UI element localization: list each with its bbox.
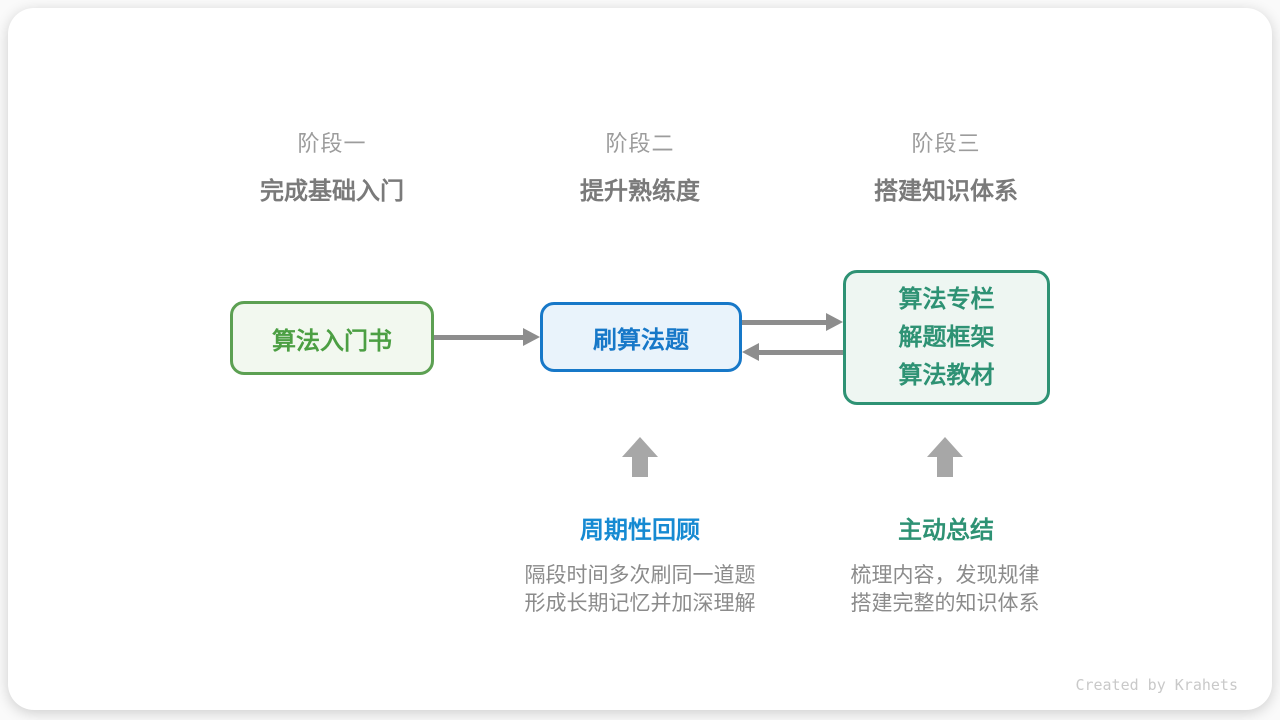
annotation-review-title: 周期性回顾 [580, 517, 700, 544]
arrow-right-icon [434, 335, 524, 340]
stage-2-subtitle: 提升熟练度 [580, 178, 700, 205]
node-resources: 算法专栏 解题框架 算法教材 [843, 270, 1050, 405]
annotation-summarize-line-1: 梳理内容，发现规律 [850, 564, 1040, 587]
up-arrow-icon [622, 437, 658, 457]
annotation-summarize-title: 主动总结 [898, 517, 994, 544]
arrow-right-icon [742, 320, 827, 325]
arrow-right-head-icon [826, 313, 843, 331]
stage-3-label: 阶段三 [911, 131, 981, 156]
annotation-summarize-line-2: 搭建完整的知识体系 [850, 592, 1040, 615]
node-intro-book: 算法入门书 [230, 301, 434, 375]
annotation-review-line-2: 形成长期记忆并加深理解 [524, 592, 756, 615]
node-practice: 刷算法题 [540, 302, 742, 372]
arrow-right-head-icon [523, 328, 540, 346]
stage-2-label: 阶段二 [605, 131, 675, 156]
node-practice-label: 刷算法题 [593, 326, 689, 354]
node-intro-book-label: 算法入门书 [272, 327, 392, 355]
arrow-left-icon [758, 350, 843, 355]
stage-1-subtitle: 完成基础入门 [260, 178, 404, 205]
annotation-review-line-1: 隔段时间多次刷同一道题 [524, 564, 756, 587]
node-resources-line-3: 算法教材 [898, 361, 995, 389]
node-resources-line-1: 算法专栏 [898, 285, 995, 313]
stage-3-subtitle: 搭建知识体系 [874, 178, 1018, 205]
up-arrow-icon [927, 437, 963, 457]
up-arrow-stem-icon [937, 456, 953, 477]
arrow-left-head-icon [742, 343, 759, 361]
node-resources-line-2: 解题框架 [898, 323, 995, 351]
up-arrow-stem-icon [632, 456, 648, 477]
credit-text: Created by Krahets [1075, 676, 1238, 694]
stage-1-label: 阶段一 [297, 131, 367, 156]
